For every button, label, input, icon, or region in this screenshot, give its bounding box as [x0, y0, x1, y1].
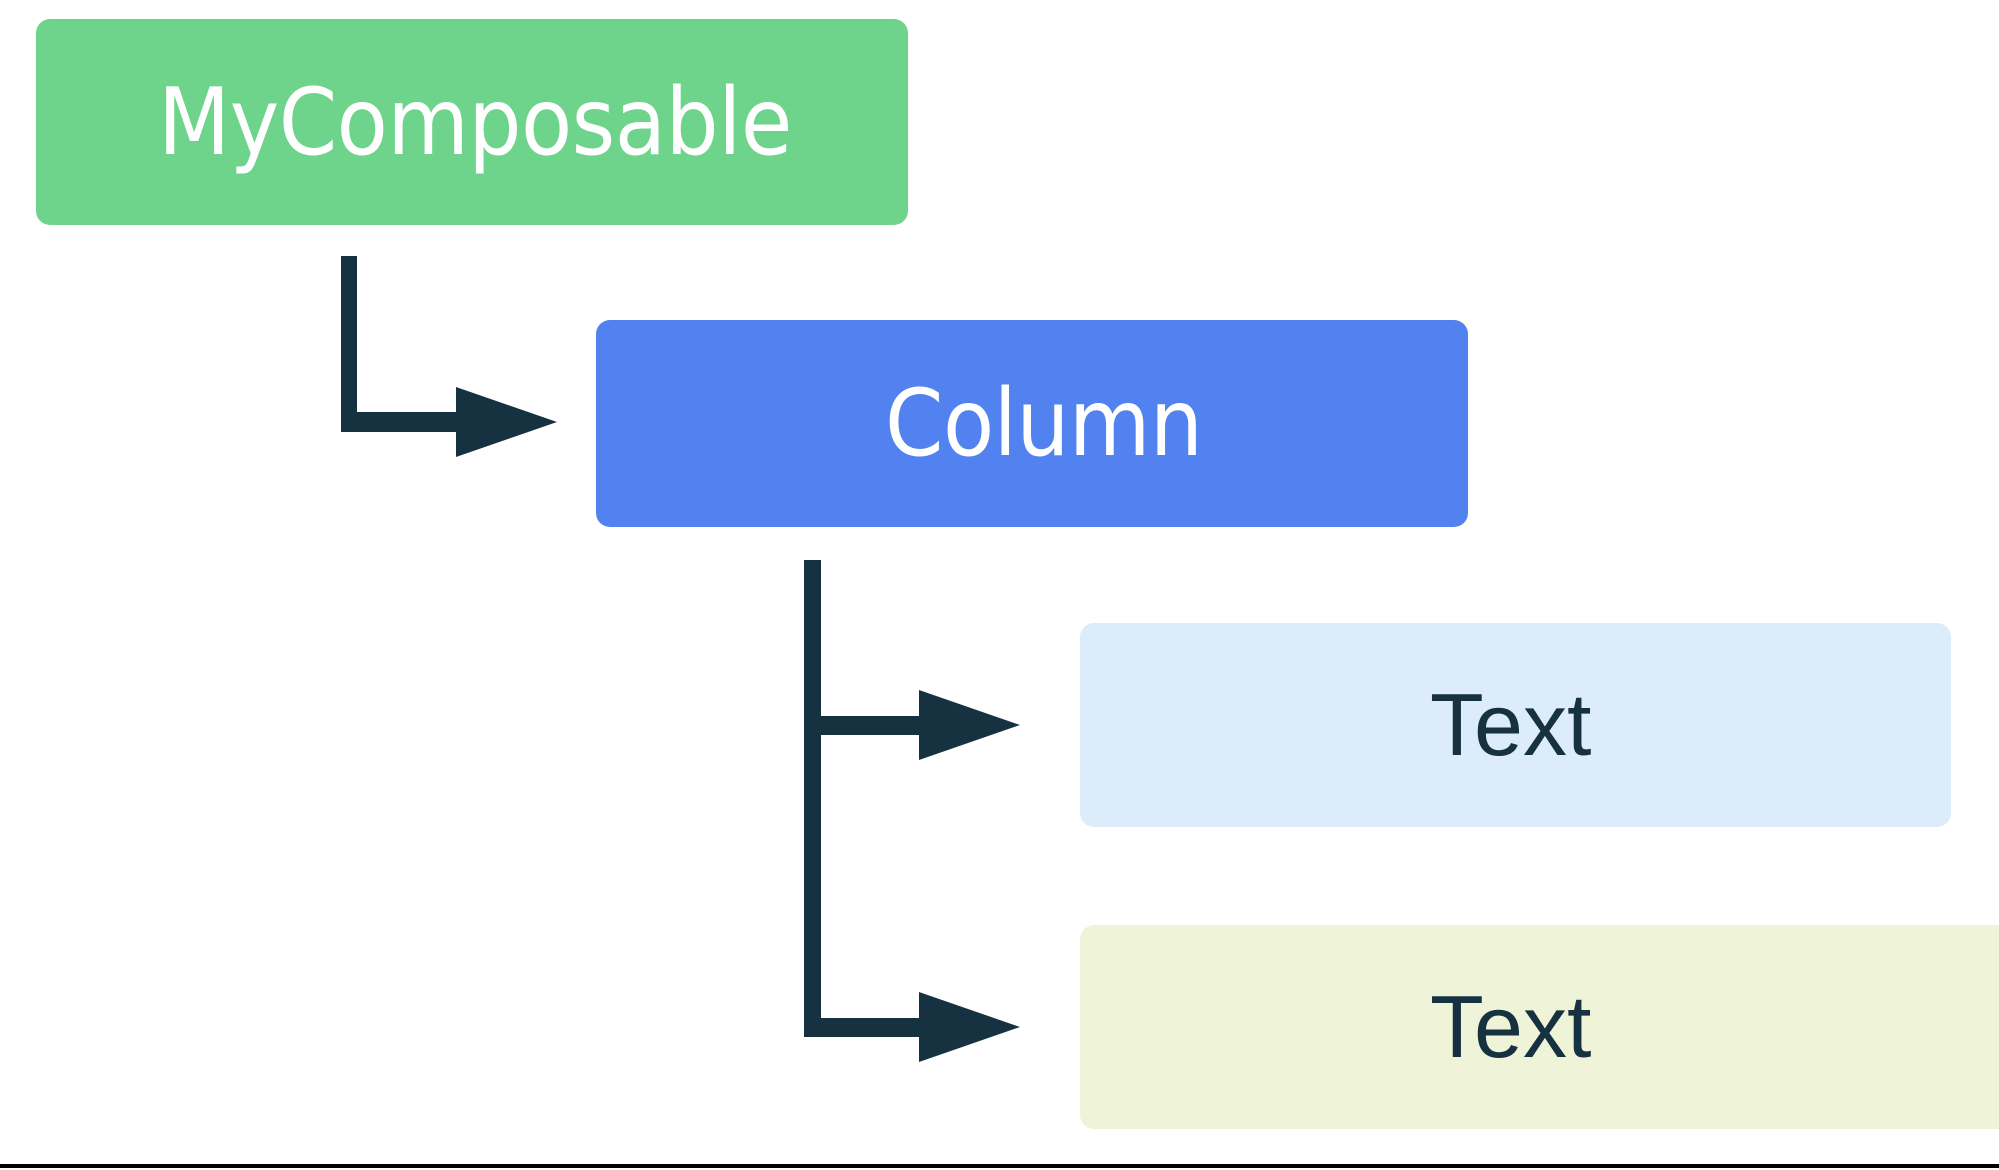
node-text-2[interactable]: Text [1080, 925, 1999, 1129]
node-column[interactable]: Column [596, 320, 1468, 527]
edge-column-to-text-2 [812, 992, 1020, 1062]
node-label-column: Column [885, 369, 1203, 477]
node-text-1[interactable]: Text [1080, 623, 1951, 827]
edge-column-to-text-1 [812, 690, 1020, 760]
branch-arrow-shape [812, 690, 1020, 760]
edge-column-trunk [804, 560, 821, 1037]
trunk-line [804, 560, 821, 1037]
node-label-text-2: Text [1430, 977, 1592, 1076]
branch-arrow-shape [812, 992, 1020, 1062]
bottom-divider [0, 1164, 1999, 1168]
edge-mycomposable-to-column [341, 256, 557, 457]
node-label-text-1: Text [1430, 675, 1592, 774]
node-label-mycomposable: MyComposable [158, 67, 792, 176]
elbow-arrow-shape [341, 256, 557, 457]
node-mycomposable[interactable]: MyComposable [36, 19, 908, 225]
